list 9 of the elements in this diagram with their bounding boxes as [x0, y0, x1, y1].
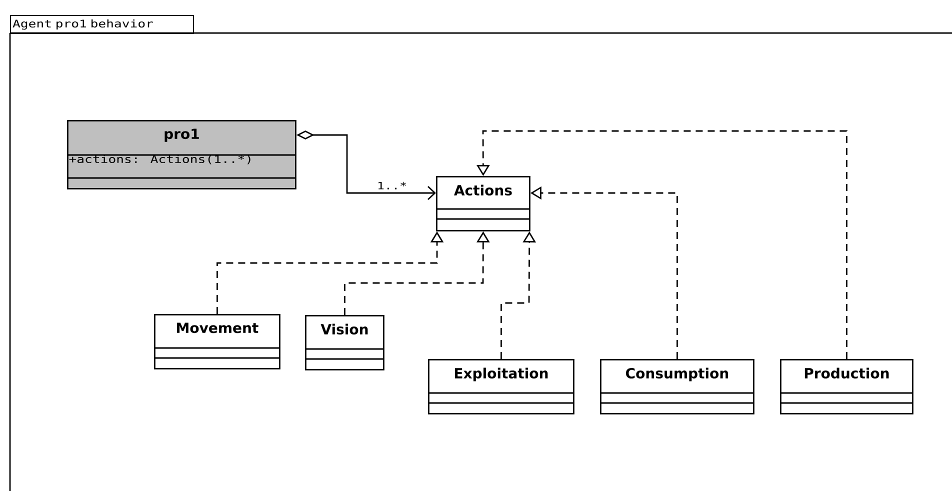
class-box: Actions	[435, 176, 530, 232]
edge-label: 1..*	[378, 182, 406, 190]
class-box: Consumption	[599, 359, 754, 414]
class-box: Movement	[153, 314, 280, 370]
class-box: Exploitation	[427, 359, 574, 414]
class-box: Vision	[304, 315, 384, 370]
class-box: pro1 +actions: Actions(1..*)	[66, 120, 296, 190]
class-box: Production	[779, 359, 914, 414]
frame-tab: Agent pro1 behavior	[10, 15, 194, 34]
